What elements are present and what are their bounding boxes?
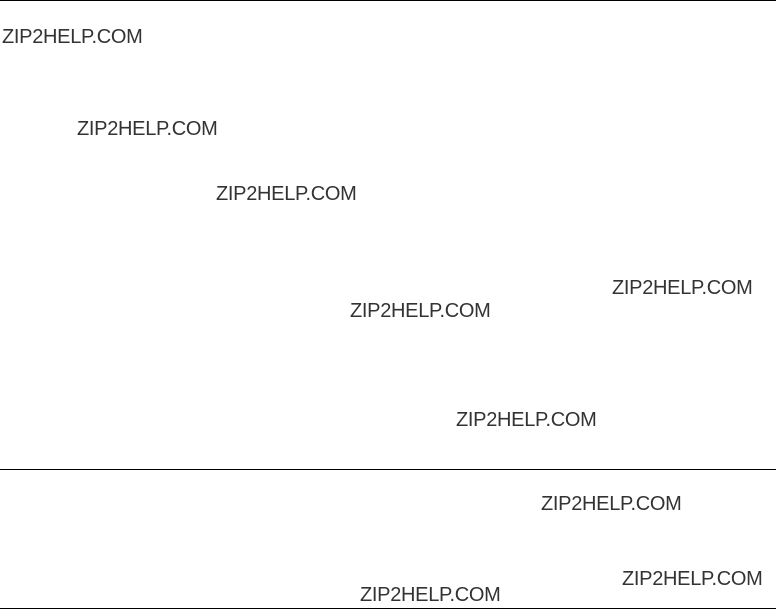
watermark-text: ZIP2HELP.COM — [612, 277, 753, 299]
watermark-text: ZIP2HELP.COM — [216, 183, 357, 205]
watermark-text: ZIP2HELP.COM — [541, 493, 682, 515]
watermark-text: ZIP2HELP.COM — [350, 300, 491, 322]
watermark-text: ZIP2HELP.COM — [2, 26, 143, 48]
watermark-text: ZIP2HELP.COM — [77, 118, 218, 140]
watermark-text: ZIP2HELP.COM — [456, 409, 597, 431]
top-divider — [0, 0, 776, 1]
watermark-text: ZIP2HELP.COM — [622, 568, 763, 590]
middle-divider — [0, 469, 776, 470]
bottom-divider — [0, 608, 776, 609]
watermark-text: ZIP2HELP.COM — [360, 584, 501, 606]
